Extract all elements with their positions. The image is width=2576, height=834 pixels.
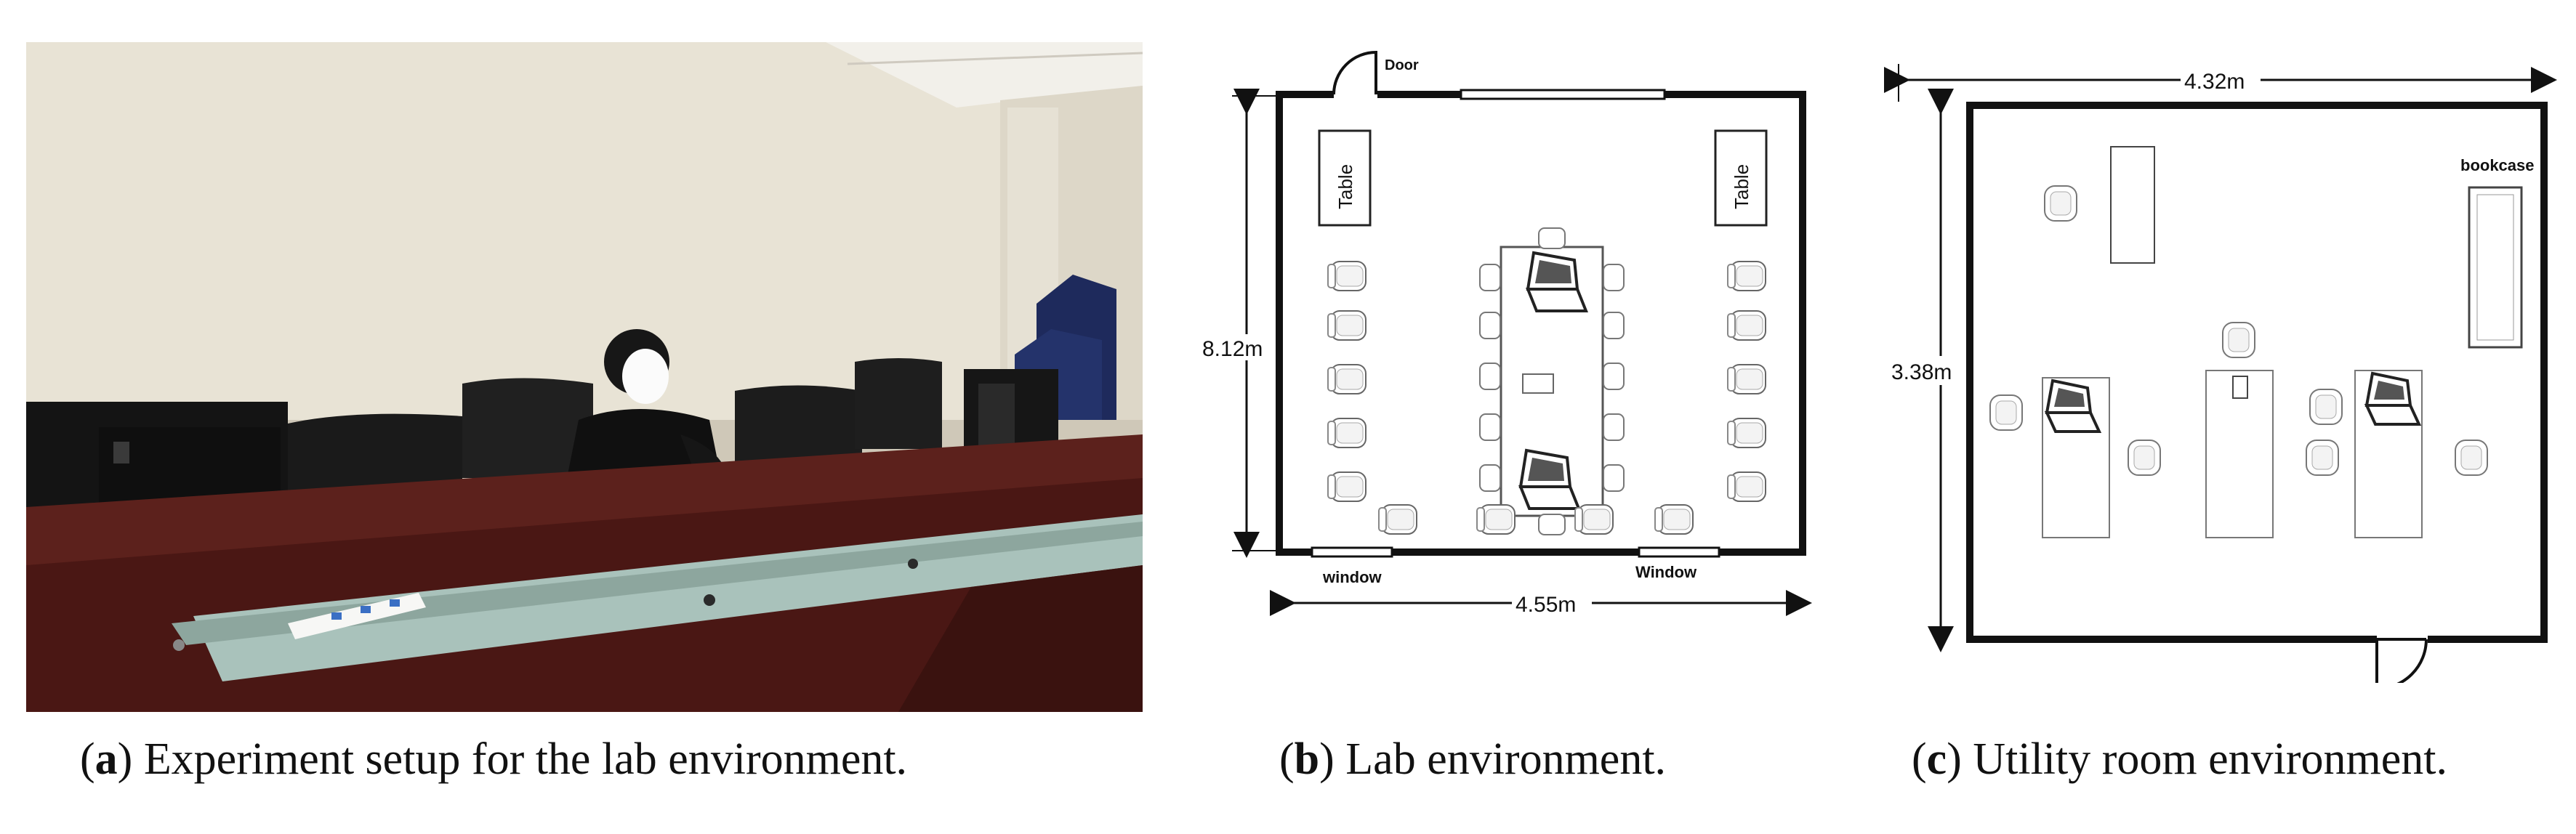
window-left bbox=[1311, 546, 1393, 558]
bookcase-label: bookcase bbox=[2460, 156, 2535, 174]
experiment-photo bbox=[26, 42, 1143, 712]
upper-table bbox=[2110, 146, 2155, 264]
table-right-label: Table bbox=[1731, 164, 1752, 209]
caption-a-letter: a bbox=[94, 734, 118, 784]
util-height-label: 3.38m bbox=[1891, 360, 1952, 384]
caption-b-letter: b bbox=[1294, 734, 1320, 784]
lab-floor-plan: Door window Window Table Table bbox=[1192, 29, 1846, 683]
table-right bbox=[1714, 129, 1768, 227]
caption-b-text: Lab environment. bbox=[1334, 734, 1667, 784]
photo-illustration bbox=[26, 42, 1143, 712]
caption-c-text: Utility room environment. bbox=[1961, 734, 2447, 784]
caption-c: (c) Utility room environment. bbox=[1912, 734, 2447, 784]
util-walls bbox=[1966, 102, 2548, 643]
lab-width-label: 4.55m bbox=[1516, 593, 1576, 617]
door-label: Door bbox=[1385, 57, 1419, 73]
window-right bbox=[1638, 546, 1720, 558]
door-arc bbox=[1332, 50, 1377, 95]
caption-b: (b) Lab environment. bbox=[1279, 734, 1667, 784]
table-left-label: Table bbox=[1335, 164, 1356, 209]
utility-plan-svg: 4.32m 3.38m bookcase bbox=[1884, 64, 2557, 691]
util-width-label: 4.32m bbox=[2184, 70, 2245, 94]
office-chairs bbox=[288, 358, 942, 514]
window-right-label: Window bbox=[1635, 563, 1697, 581]
power-strip bbox=[288, 593, 426, 639]
lab-plan-svg: Door window Window Table Table bbox=[1202, 50, 1812, 617]
util-door-arc bbox=[2375, 638, 2428, 691]
caption-c-letter: c bbox=[1926, 734, 1947, 784]
caption-a-text: Experiment setup for the lab environment… bbox=[132, 734, 908, 784]
top-window bbox=[1460, 89, 1666, 100]
lab-height-label: 8.12m bbox=[1202, 337, 1263, 361]
window-left-label: window bbox=[1322, 568, 1382, 586]
table-left bbox=[1318, 129, 1372, 227]
bookcase bbox=[2468, 186, 2523, 349]
chair-upper bbox=[2044, 185, 2077, 222]
caption-a: (a) Experiment setup for the lab environ… bbox=[80, 734, 908, 784]
utility-floor-plan: 4.32m 3.38m bookcase bbox=[1875, 29, 2573, 691]
